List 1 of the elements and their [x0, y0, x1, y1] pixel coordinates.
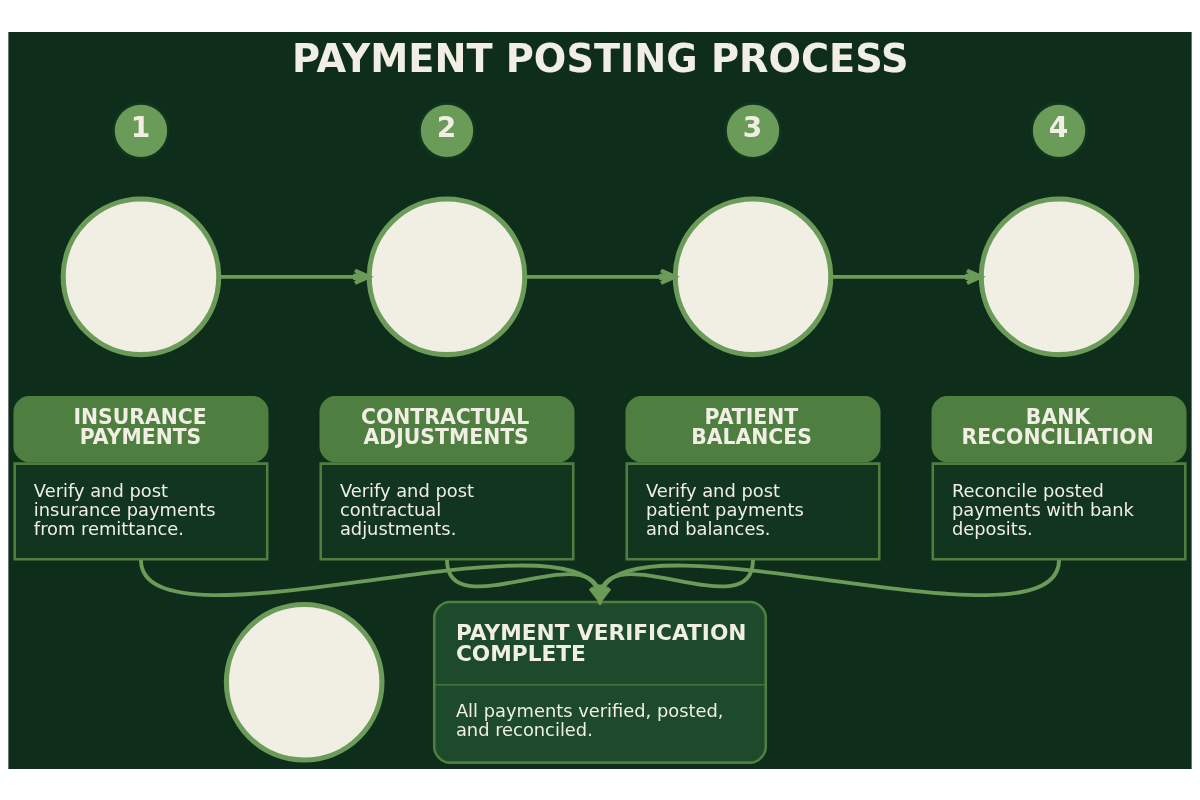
diagram-title: PAYMENT POSTING PROCESS [292, 35, 909, 81]
